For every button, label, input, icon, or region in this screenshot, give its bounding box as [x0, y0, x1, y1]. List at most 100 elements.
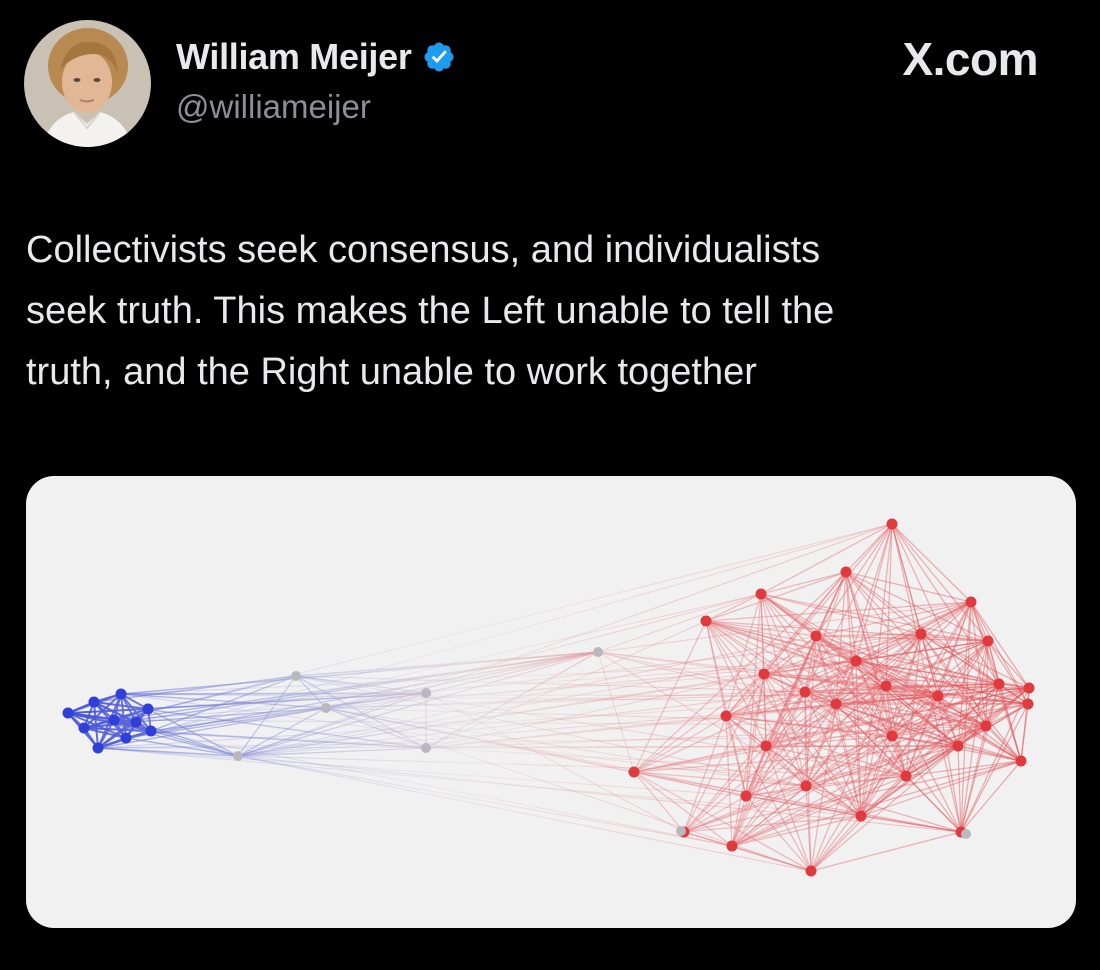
graph-edge — [810, 735, 893, 872]
graph-edge — [805, 785, 862, 817]
tweet-media-image[interactable] — [26, 476, 1076, 928]
graph-edge — [120, 651, 599, 695]
graph-edge — [633, 691, 806, 773]
graph-node — [593, 647, 603, 657]
graph-edge — [633, 571, 847, 773]
graph-edge — [83, 651, 599, 729]
graph-edge — [804, 691, 893, 737]
graph-edge — [804, 571, 847, 693]
graph-edge — [633, 771, 807, 787]
graph-edge — [960, 703, 1029, 833]
graph-node — [980, 720, 992, 732]
graph-edge — [731, 760, 1022, 847]
graph-edge — [83, 727, 127, 739]
graph-node — [880, 680, 892, 692]
graph-edge — [960, 760, 1022, 833]
graph-edge — [835, 683, 1000, 705]
graph-edge — [725, 571, 847, 717]
x-logo-text: X.com — [902, 33, 1038, 85]
graph-edge — [633, 703, 1029, 773]
graph-edge — [633, 673, 765, 773]
graph-node — [291, 671, 301, 681]
graph-edge — [765, 745, 807, 787]
graph-edge — [731, 673, 765, 847]
graph-edge — [731, 775, 907, 847]
graph-edge — [760, 593, 922, 635]
graph-edge — [705, 620, 989, 642]
avatar[interactable] — [24, 20, 151, 147]
graph-node — [900, 770, 912, 782]
graph-edge — [237, 523, 893, 757]
graph-node — [720, 710, 732, 722]
graph-edge — [860, 815, 962, 833]
graph-edge — [725, 715, 767, 747]
graph-edge — [987, 640, 1030, 689]
graph-nodes — [62, 518, 1035, 877]
graph-edge — [705, 620, 817, 637]
graph-edge — [237, 673, 765, 757]
graph-edge — [425, 692, 685, 833]
graph-edge — [325, 707, 862, 817]
graph-node — [993, 678, 1005, 690]
graph-edge — [633, 715, 727, 773]
graph-edge — [125, 593, 762, 739]
graph-edge — [705, 620, 837, 705]
graph-node — [915, 628, 927, 640]
graph-edge — [731, 845, 812, 872]
graph-edge — [683, 691, 806, 833]
graph-node — [142, 703, 154, 715]
graph-edge — [891, 735, 962, 833]
graph-edge — [725, 685, 887, 717]
graph-node — [130, 716, 142, 728]
graph-node — [92, 742, 104, 754]
graph-edge — [425, 673, 765, 749]
graph-edge — [810, 775, 907, 872]
graph-edge — [97, 735, 893, 749]
graph-edge — [683, 795, 747, 833]
graph-node — [1015, 755, 1027, 767]
graph-edge — [891, 640, 989, 737]
graph-edge — [960, 687, 1030, 833]
graph-edge — [765, 745, 812, 872]
graph-edge — [920, 601, 972, 635]
graph-edge — [683, 725, 987, 833]
graph-edge — [891, 703, 1029, 737]
graph-edge — [731, 735, 893, 847]
graph-edge — [325, 651, 599, 709]
graph-edge — [97, 747, 862, 817]
graph-node — [760, 740, 772, 752]
graph-node — [840, 566, 852, 578]
graph-node — [321, 703, 331, 713]
graph-node — [805, 865, 817, 877]
graph-edge — [113, 523, 893, 721]
graph-edge — [425, 620, 707, 749]
graph-edge — [683, 745, 767, 833]
graph-edge — [705, 620, 765, 675]
graph-edge — [957, 745, 1022, 762]
graph-node — [676, 826, 686, 836]
graph-edge — [804, 691, 862, 817]
graph-edge — [937, 683, 1000, 697]
graph-edge — [705, 620, 1030, 689]
graph-edge — [855, 633, 922, 662]
graph-edge — [295, 651, 599, 677]
graph-edge — [120, 693, 327, 709]
graph-edge — [705, 593, 762, 622]
author-handle[interactable]: @williameijer — [176, 88, 371, 125]
graph-edge — [765, 660, 857, 747]
graph-edge — [905, 775, 962, 833]
graph-node — [886, 518, 898, 530]
graph-edge — [835, 703, 959, 747]
graph-edge — [237, 675, 297, 757]
graph-node — [830, 698, 842, 710]
graph-edge — [731, 691, 806, 847]
graph-edge — [633, 771, 733, 847]
graph-edge — [810, 831, 962, 872]
graph-node — [78, 722, 90, 734]
author-display-name[interactable]: William Meijer — [176, 36, 412, 77]
graph-edge — [920, 633, 1030, 689]
graph-edge — [765, 745, 907, 777]
graph-edge — [763, 673, 807, 787]
graph-edge — [97, 747, 747, 797]
graph-edge — [745, 795, 812, 872]
